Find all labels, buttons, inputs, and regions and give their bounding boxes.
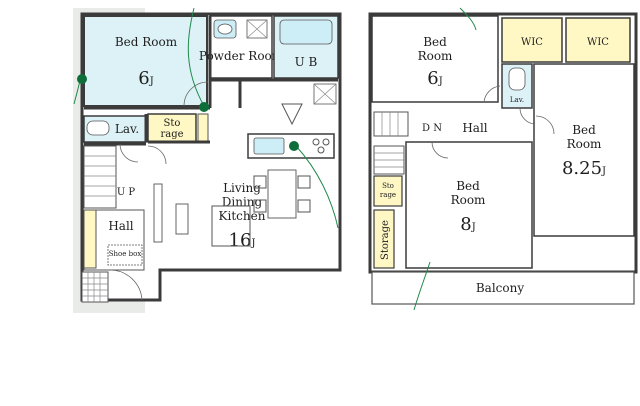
room-bed-2f-nw (371, 15, 499, 103)
room-bed-2f-e (533, 63, 635, 237)
storage-1f-line2: rage (160, 129, 183, 140)
sensor-icon (77, 74, 87, 84)
toilet-icon (86, 120, 110, 136)
sink-basin (217, 23, 233, 35)
room-bed-1f-size-value: 6 (138, 68, 149, 89)
sensor-icon (289, 141, 299, 151)
room-hall-1f-label: Hall (108, 219, 133, 233)
stair-treads-1f (84, 155, 116, 197)
bed-nw-line2: Room (418, 49, 453, 63)
doors-2f (431, 85, 555, 159)
balcony-label: Balcony (476, 281, 524, 295)
ldk-size-value: 16 (229, 230, 252, 251)
fridge-cross (313, 83, 337, 105)
room-bed-1f-label-1: Bed Room (115, 35, 178, 49)
room-powder-label: Powder Room (199, 49, 284, 63)
room-storage-1f (147, 113, 197, 143)
bed-e-line1: Bed (572, 123, 596, 137)
entrance-grid (82, 272, 108, 302)
room-hall-2f-label: Hall (462, 121, 487, 135)
tv-icon (153, 183, 163, 243)
entrance-door (109, 269, 143, 301)
entrance-tiles (81, 271, 109, 303)
stair-treads-2f (381, 112, 399, 136)
washer-cross (246, 19, 268, 39)
bed-c-line2: Room (451, 193, 486, 207)
room-wic-1 (501, 17, 563, 63)
room-bed-2f-nw-size: 6J (427, 68, 442, 89)
shoe-box (83, 209, 97, 269)
stairs-1f (83, 145, 117, 209)
doors-1f (119, 81, 209, 165)
bathtub-icon (279, 19, 333, 45)
room-bed-2f-c-size: 8J (460, 214, 475, 235)
room-bed-2f-c (405, 141, 533, 269)
storage-small-line2: rage (380, 191, 396, 199)
wire-1f-c (295, 145, 339, 229)
living-table (175, 203, 189, 235)
walls-1f (84, 16, 338, 146)
room-wic-1-label: WIC (521, 37, 543, 48)
toilet-icon (508, 67, 526, 91)
stair-treads-2f-lower (374, 152, 404, 168)
stairs-up-label: U P (117, 187, 136, 198)
range-hood (281, 103, 303, 126)
storage-1f-line1: Sto (164, 118, 181, 129)
sensor-icon (199, 102, 209, 112)
room-ub-label: U B (295, 55, 318, 69)
storage-small-line1: Sto (382, 182, 394, 190)
bed-c-line1: Bed (456, 179, 480, 193)
room-wic-2 (565, 17, 631, 63)
room-lav-1f (83, 115, 147, 143)
room-bed-1f-name: Bed Room (115, 35, 178, 49)
room-lav-2f-label: Lav. (510, 96, 524, 104)
dining-table-icon (253, 169, 311, 219)
wire-2f-a (459, 7, 477, 31)
narrow-storage-1f (197, 113, 209, 143)
room-storage-2f (373, 209, 395, 269)
room-bed-1f-size: 6J (138, 68, 153, 89)
ldk-size-unit: J (250, 238, 255, 249)
room-storage-2f-label: Storage (380, 220, 391, 260)
stairs-2f (373, 111, 409, 137)
shoe-box-cabinet (107, 244, 143, 266)
bed-e-line2: Room (567, 137, 602, 151)
room-storage-2f-small (373, 175, 403, 207)
room-ldk-size: 16J (229, 230, 256, 251)
room-bed-2f-e-size: 8.25J (562, 158, 606, 179)
room-bed-1f (83, 15, 208, 107)
room-bed-1f-size-unit: J (149, 76, 154, 87)
wire-1f-b (187, 7, 205, 107)
balcony (371, 271, 635, 305)
shoe-box-label: Shoe box (109, 250, 142, 258)
wire-2f-b (413, 261, 431, 311)
bed-nw-line1: Bed (423, 35, 447, 49)
sofa-icon (211, 205, 251, 247)
stove-icon (312, 138, 330, 154)
ldk-line1: Living (223, 181, 261, 195)
ldk-line3: Kitchen (219, 209, 266, 223)
room-wic-2-label: WIC (587, 37, 609, 48)
kitchen-sink-icon (253, 137, 285, 155)
room-lav-1f-label: Lav. (115, 122, 139, 136)
stairs-dn-label: D N (422, 123, 442, 134)
ldk-line2: Dining (222, 195, 263, 209)
